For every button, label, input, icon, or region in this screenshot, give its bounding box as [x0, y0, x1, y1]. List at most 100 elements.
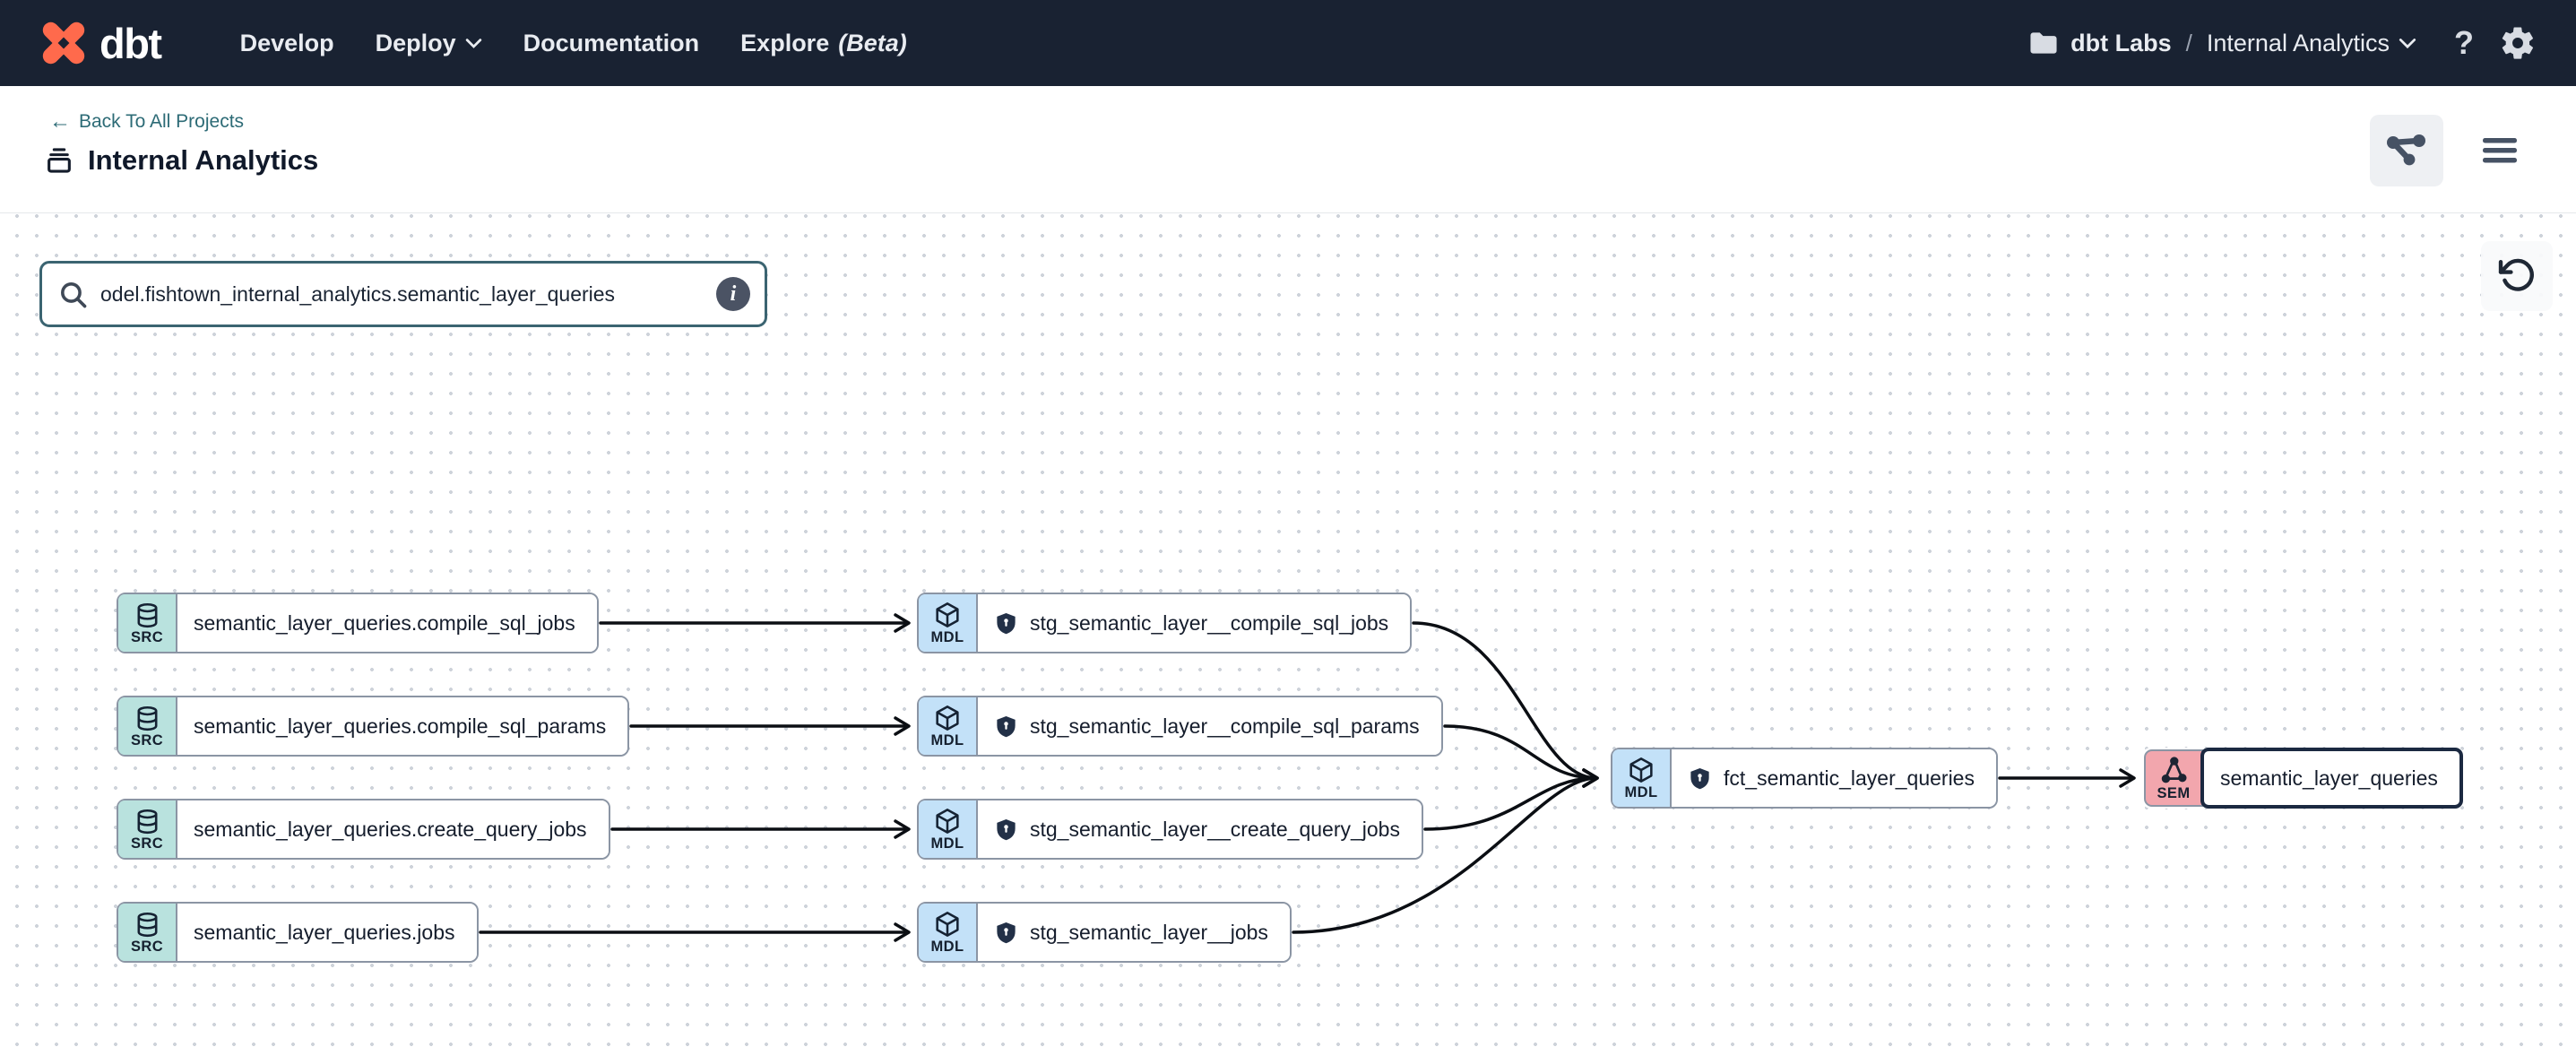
badge-label: SRC — [130, 938, 164, 955]
cube-icon — [933, 910, 962, 939]
nav-account-area: dbt Labs / Internal Analytics ? — [2027, 24, 2537, 62]
lineage-search-input[interactable]: odel.fishtown_internal_analytics.semanti… — [39, 261, 767, 327]
mdl-badge: MDL — [1612, 749, 1672, 807]
cube-icon — [1627, 756, 1655, 784]
mdl-badge: MDL — [919, 594, 978, 652]
graph-node-src-jobs[interactable]: SRC semantic_layer_queries.jobs — [117, 902, 479, 963]
node-body: semantic_layer_queries.jobs — [177, 904, 477, 961]
src-badge: SRC — [118, 594, 177, 652]
graph-node-mdl-stg-compile-sql-jobs[interactable]: MDL stg_semantic_layer__compile_sql_jobs — [917, 593, 1413, 653]
shield-icon — [994, 921, 1018, 945]
node-label: stg_semantic_layer__create_query_jobs — [1030, 817, 1400, 841]
lineage-edges — [479, 613, 2136, 942]
project-icon — [48, 148, 71, 173]
page-title: Internal Analytics — [88, 144, 319, 176]
cube-icon — [933, 601, 962, 629]
node-label: semantic_layer_queries — [2220, 766, 2438, 790]
semantic-model-icon — [2159, 756, 2189, 785]
info-icon[interactable]: i — [716, 277, 750, 311]
node-body: stg_semantic_layer__compile_sql_jobs — [978, 594, 1411, 652]
database-icon — [134, 911, 161, 939]
chevron-down-icon — [465, 38, 481, 48]
node-body: semantic_layer_queries.compile_sql_jobs — [177, 594, 597, 652]
cube-icon — [933, 704, 962, 732]
folder-icon — [2030, 32, 2057, 54]
node-body: fct_semantic_layer_queries — [1672, 749, 1996, 807]
node-label: semantic_layer_queries.compile_sql_jobs — [194, 610, 575, 635]
node-body: stg_semantic_layer__create_query_jobs — [978, 800, 1422, 858]
chevron-down-icon — [2399, 38, 2416, 48]
nav-item-documentation[interactable]: Documentation — [523, 29, 700, 56]
beta-tag: (Beta) — [838, 29, 907, 56]
mdl-badge: MDL — [919, 904, 978, 961]
help-button[interactable]: ? — [2454, 24, 2474, 61]
reset-icon — [2498, 258, 2534, 291]
settings-gear-icon[interactable] — [2499, 24, 2537, 62]
database-icon — [134, 808, 161, 835]
src-badge: SRC — [118, 800, 177, 858]
graph-node-mdl-fct[interactable]: MDL fct_semantic_layer_queries — [1611, 748, 1998, 809]
badge-label: SRC — [130, 628, 164, 645]
node-body: stg_semantic_layer__compile_sql_params — [978, 697, 1441, 755]
mdl-badge: MDL — [919, 800, 978, 858]
badge-label: MDL — [930, 835, 964, 852]
node-label: fct_semantic_layer_queries — [1724, 766, 1975, 790]
graph-node-src-compile-sql-jobs[interactable]: SRC semantic_layer_queries.compile_sql_jo… — [117, 593, 599, 653]
badge-label: MDL — [1624, 784, 1658, 801]
mdl-badge: MDL — [919, 697, 978, 755]
badge-label: SRC — [130, 835, 164, 852]
lineage-nodes-layer: SRC semantic_layer_queries.compile_sql_jo… — [0, 213, 2576, 1047]
graph-node-src-compile-sql-params[interactable]: SRC semantic_layer_queries.compile_sql_pa… — [117, 696, 630, 757]
shield-icon — [994, 714, 1018, 739]
hamburger-icon — [2483, 138, 2517, 163]
node-label: semantic_layer_queries.compile_sql_param… — [194, 714, 607, 738]
edge-mdl-stg-compile-sql-params-to-mdl-fct — [1443, 724, 1599, 788]
badge-label: SEM — [2157, 784, 2191, 801]
graph-node-src-create-query-jobs[interactable]: SRC semantic_layer_queries.create_query_j… — [117, 799, 610, 860]
lineage-canvas[interactable]: SRC semantic_layer_queries.compile_sql_jo… — [0, 213, 2576, 1047]
node-label: stg_semantic_layer__compile_sql_jobs — [1030, 610, 1389, 635]
database-icon — [134, 705, 161, 732]
graph-node-mdl-stg-jobs[interactable]: MDL stg_semantic_layer__jobs — [917, 902, 1292, 963]
src-badge: SRC — [118, 697, 177, 755]
graph-node-mdl-stg-create-query-jobs[interactable]: MDL stg_semantic_layer__create_query_jobs — [917, 799, 1423, 860]
list-view-button[interactable] — [2463, 115, 2537, 186]
search-icon — [61, 281, 87, 307]
node-label: stg_semantic_layer__compile_sql_params — [1030, 714, 1420, 738]
nav-item-explore[interactable]: Explore(Beta) — [740, 29, 907, 56]
back-arrow-icon: ← — [49, 109, 71, 134]
badge-label: SRC — [130, 731, 164, 748]
nav-item-deploy[interactable]: Deploy — [376, 30, 482, 57]
dbt-logo[interactable]: dbt — [39, 19, 162, 68]
nav-item-develop[interactable]: Develop — [239, 29, 334, 56]
cube-icon — [933, 807, 962, 835]
back-to-projects-link[interactable]: ← Back To All Projects — [49, 109, 245, 134]
node-body: semantic_layer_queries.create_query_jobs — [177, 800, 609, 858]
badge-label: MDL — [930, 629, 964, 646]
sem-badge: SEM — [2144, 749, 2203, 807]
top-nav-bar: dbt Develop Deploy Documentation Explore… — [0, 0, 2576, 86]
lineage-icon — [2387, 134, 2425, 166]
project-switcher[interactable]: Internal Analytics — [2207, 30, 2416, 57]
graph-node-mdl-stg-compile-sql-params[interactable]: MDL stg_semantic_layer__compile_sql_param… — [917, 696, 1443, 757]
shield-icon — [994, 818, 1018, 842]
breadcrumb-separator: / — [2185, 29, 2192, 56]
org-name[interactable]: dbt Labs — [2070, 29, 2172, 56]
search-value: odel.fishtown_internal_analytics.semanti… — [100, 281, 616, 306]
graph-node-sem-queries[interactable]: SEM semantic_layer_queries — [2142, 748, 2465, 809]
dbt-logo-icon — [42, 22, 85, 65]
badge-label: MDL — [930, 732, 964, 749]
src-badge: SRC — [118, 904, 177, 961]
reset-view-button[interactable] — [2481, 241, 2553, 311]
shield-icon — [1688, 766, 1712, 791]
page-header: ← Back To All Projects Internal Analytic… — [0, 86, 2576, 213]
node-label: semantic_layer_queries.create_query_jobs — [194, 817, 587, 841]
shield-icon — [994, 611, 1018, 636]
node-label: semantic_layer_queries.jobs — [194, 920, 455, 944]
node-label: stg_semantic_layer__jobs — [1030, 920, 1268, 944]
edge-mdl-stg-jobs-to-mdl-fct — [1292, 768, 1599, 934]
lineage-view-button[interactable] — [2370, 115, 2443, 186]
nav-menu: Develop Deploy Documentation Explore(Bet… — [240, 30, 907, 57]
edge-mdl-stg-compile-sql-jobs-to-mdl-fct — [1412, 621, 1599, 788]
node-body: stg_semantic_layer__jobs — [978, 904, 1290, 961]
